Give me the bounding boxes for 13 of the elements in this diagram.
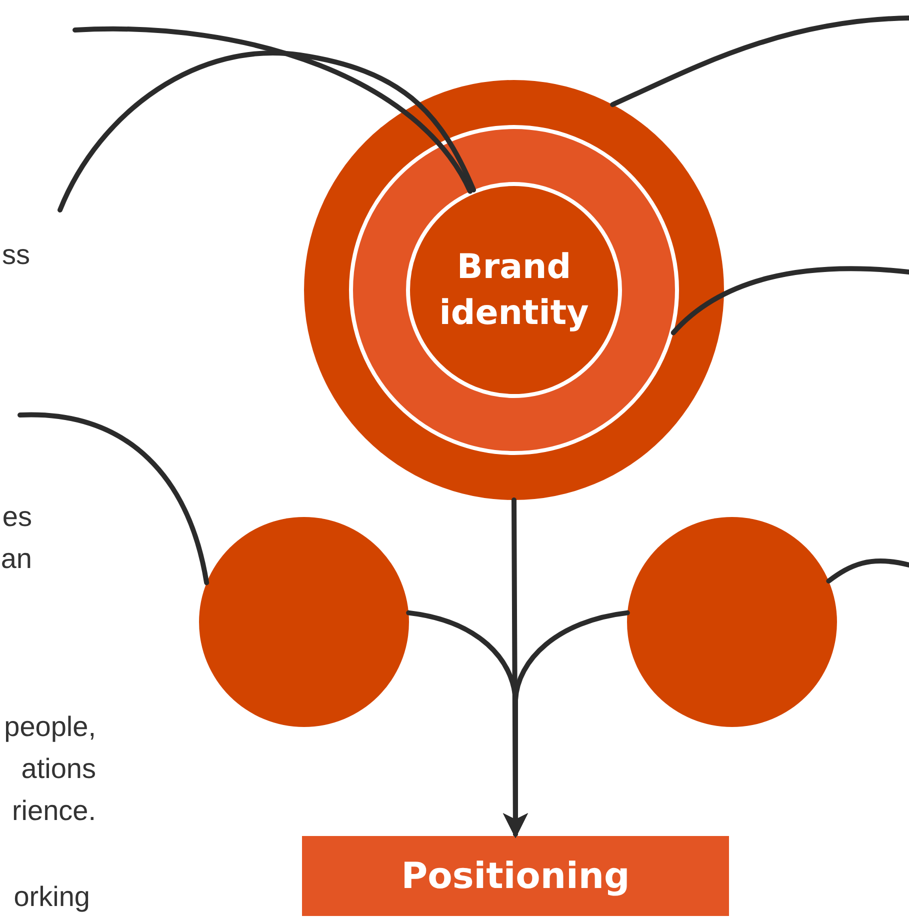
arrow [503, 610, 630, 838]
circle-label: Brand identity [439, 246, 589, 335]
leader-line [826, 558, 909, 584]
leader-line [610, 16, 909, 108]
leader-line [58, 50, 476, 212]
text-fragment: es an [0, 500, 32, 576]
leader-line [72, 26, 473, 194]
text-fragment: ss [2, 238, 30, 272]
text-fragment: people, ations rience. [4, 710, 96, 828]
text-fragment: orking [14, 880, 90, 914]
leader-line [18, 412, 210, 586]
leader-line [670, 266, 909, 336]
banner: Positioning [302, 836, 729, 916]
